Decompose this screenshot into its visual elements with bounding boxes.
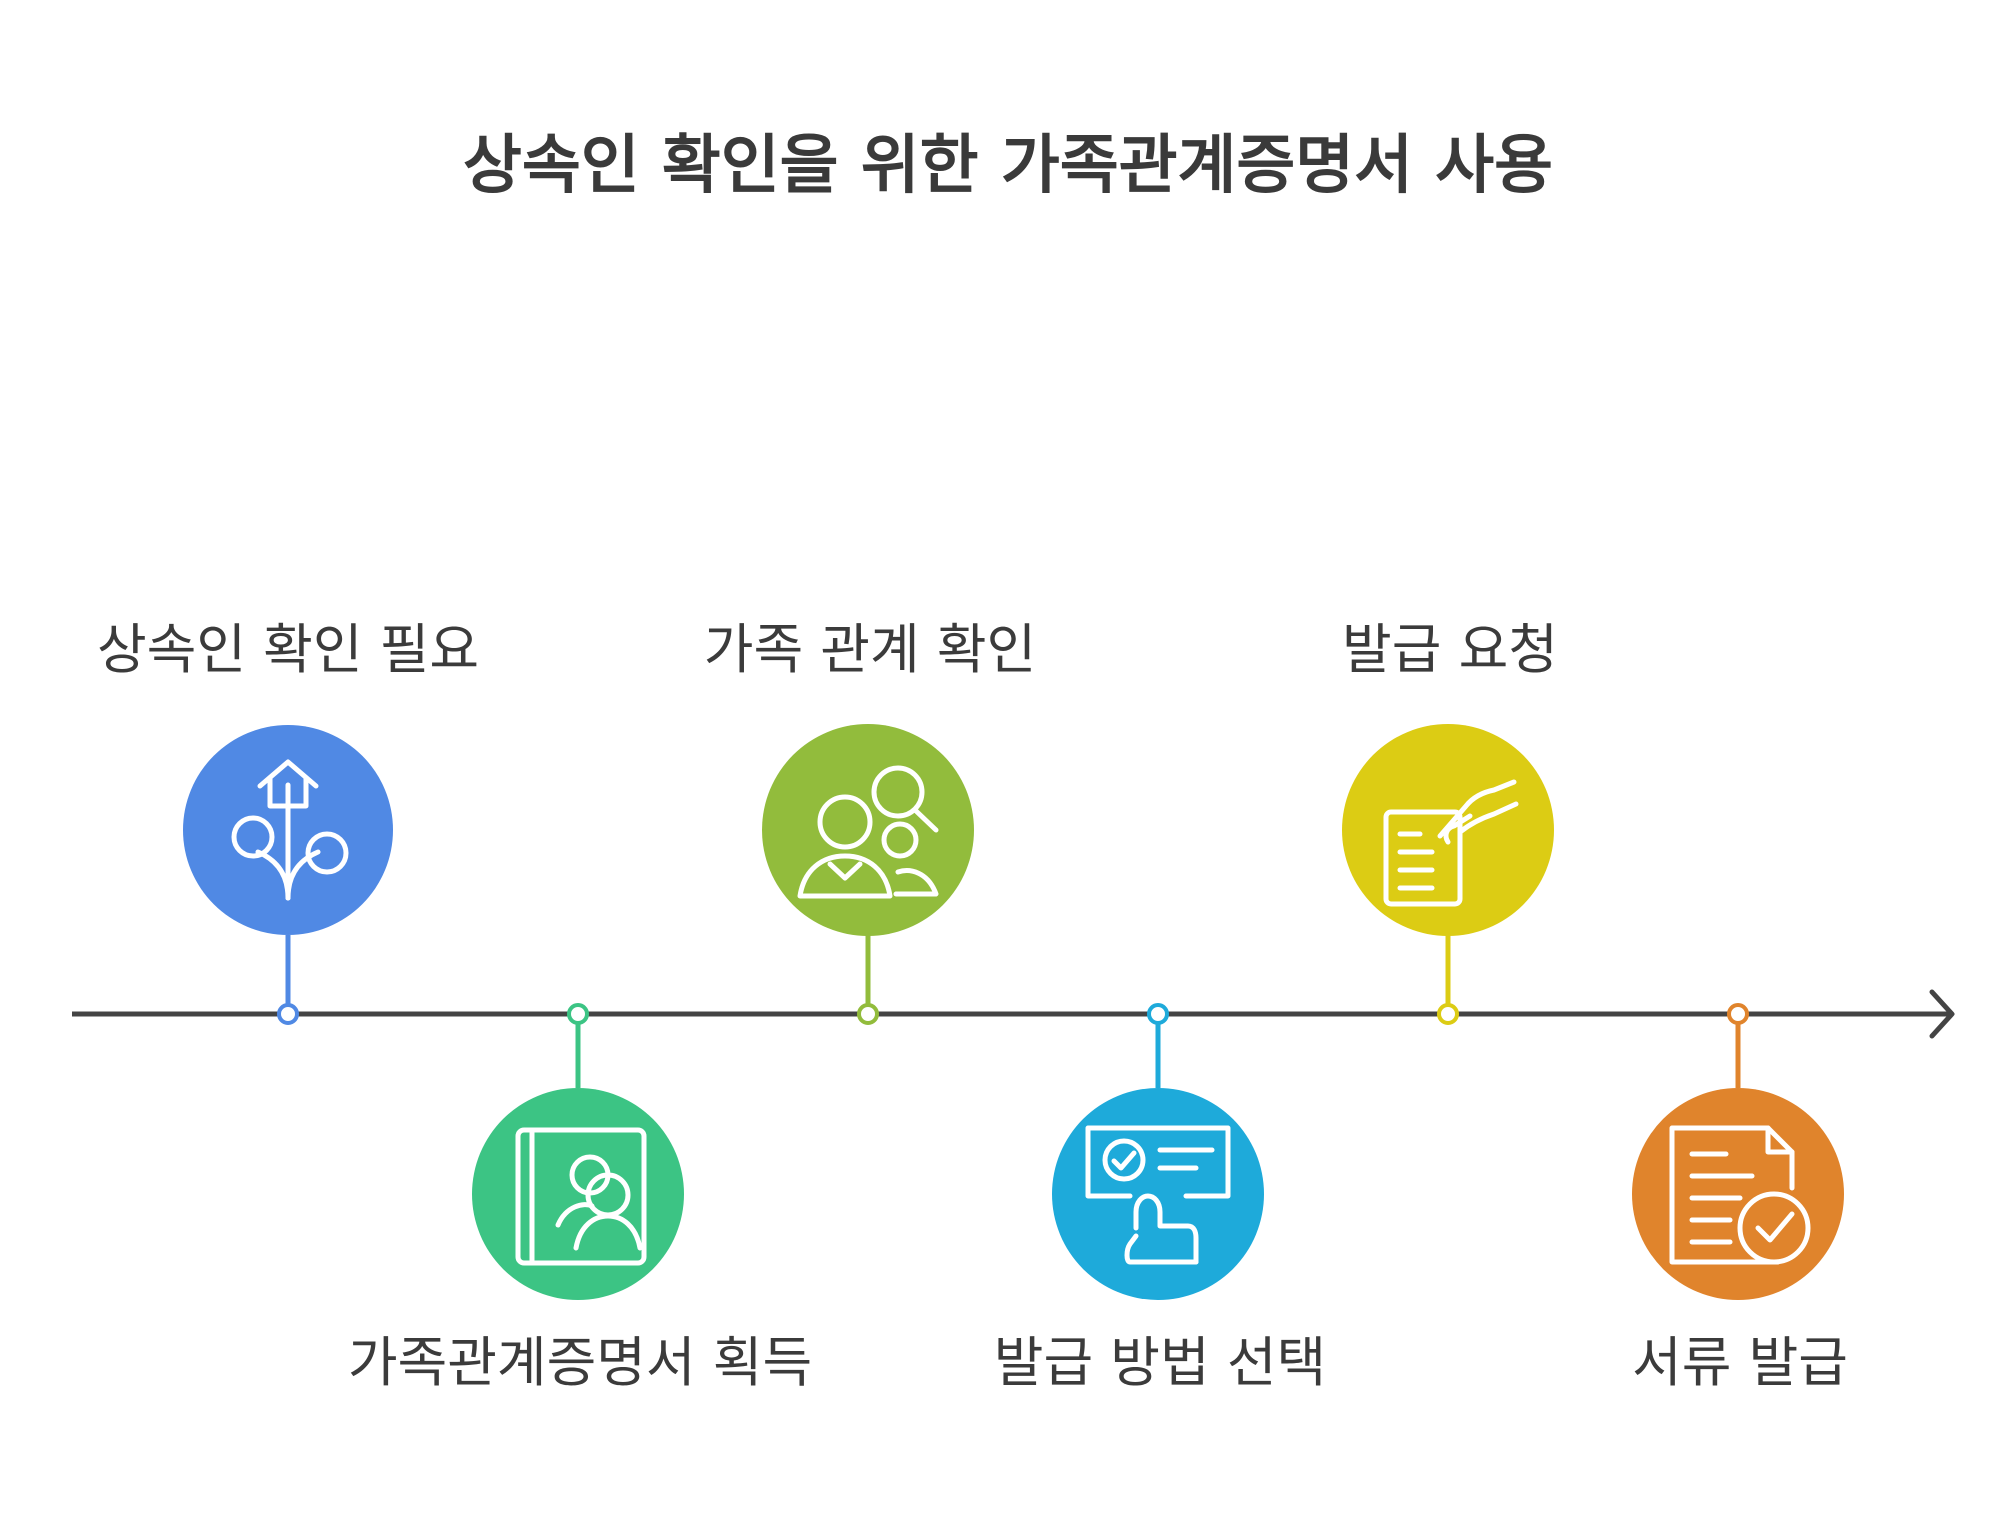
step-6	[1632, 1003, 1844, 1300]
family-album-icon	[515, 1127, 647, 1266]
select-option-icon	[1085, 1125, 1231, 1265]
timeline-node-3	[857, 1003, 879, 1025]
step-label-1: 상속인 확인 필요	[96, 618, 480, 681]
people-search-icon	[797, 765, 939, 899]
step-1	[183, 725, 393, 1025]
step-label-6: 서류 발급	[1632, 1331, 1848, 1394]
step-3	[762, 724, 974, 1025]
timeline-node-6	[1727, 1003, 1749, 1025]
step-2	[472, 1003, 684, 1300]
step-2-circle	[472, 1088, 684, 1300]
step-5	[1342, 724, 1554, 1025]
axis-arrow-icon	[1929, 989, 1955, 1039]
timeline-node-5	[1437, 1003, 1459, 1025]
timeline-node-4	[1147, 1003, 1169, 1025]
document-check-icon	[1669, 1125, 1811, 1265]
timeline-node-1	[277, 1003, 299, 1025]
step-6-circle	[1632, 1088, 1844, 1300]
family-tree-icon	[231, 759, 349, 901]
diagram-title: 상속인 확인을 위한 가족관계증명서 사용	[462, 129, 1554, 203]
step-label-3: 가족 관계 확인	[703, 618, 1037, 681]
step-label-5: 발급 요청	[1342, 618, 1558, 681]
step-label-4: 발급 방법 선택	[993, 1331, 1327, 1394]
hand-document-icon	[1383, 779, 1519, 907]
step-4-circle	[1052, 1088, 1264, 1300]
step-4	[1052, 1003, 1264, 1300]
step-label-2: 가족관계증명서 획득	[347, 1331, 813, 1394]
timeline-node-2	[567, 1003, 589, 1025]
